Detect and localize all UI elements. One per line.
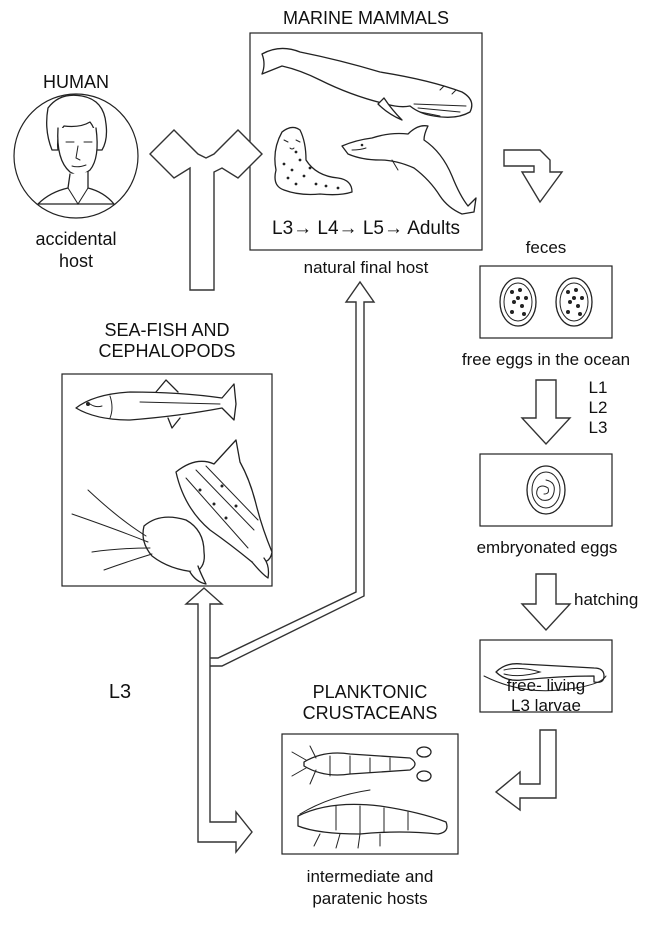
accidental-host-label: accidental host [10,228,142,272]
free-living-larvae-label: free- living L3 larvae [480,676,612,716]
natural-final-host-label: natural final host [250,258,482,278]
eggs-embryonated-arrow [522,380,570,444]
fish-crustaceans-arrow [186,588,252,852]
marine-mammals-title: MARINE MAMMALS [250,8,482,29]
embryonated-egg-illustration [527,466,565,514]
human-title: HUMAN [10,72,142,93]
mammals-feces-arrow [504,150,562,202]
larval-stages-label: L1 L2 L3 [578,378,618,438]
embryonated-eggs-label: embryonated eggs [440,538,654,558]
intermediate-hosts-label: intermediate and paratenic hosts [262,866,478,910]
human-fish-arrow [150,130,262,290]
lifecycle-stages-label: L3→ L4→ L5→ Adults [250,218,482,239]
hatching-label: hatching [574,590,660,610]
sea-fish-title: SEA-FISH AND CEPHALOPODS [62,320,272,362]
hatching-arrow [522,574,570,630]
planktonic-title: PLANKTONIC CRUSTACEANS [282,682,458,724]
larvae-crustaceans-arrow [496,730,556,810]
l3-label: L3 [100,680,140,704]
feces-label: feces [480,238,612,258]
free-eggs-label: free eggs in the ocean [432,350,660,370]
